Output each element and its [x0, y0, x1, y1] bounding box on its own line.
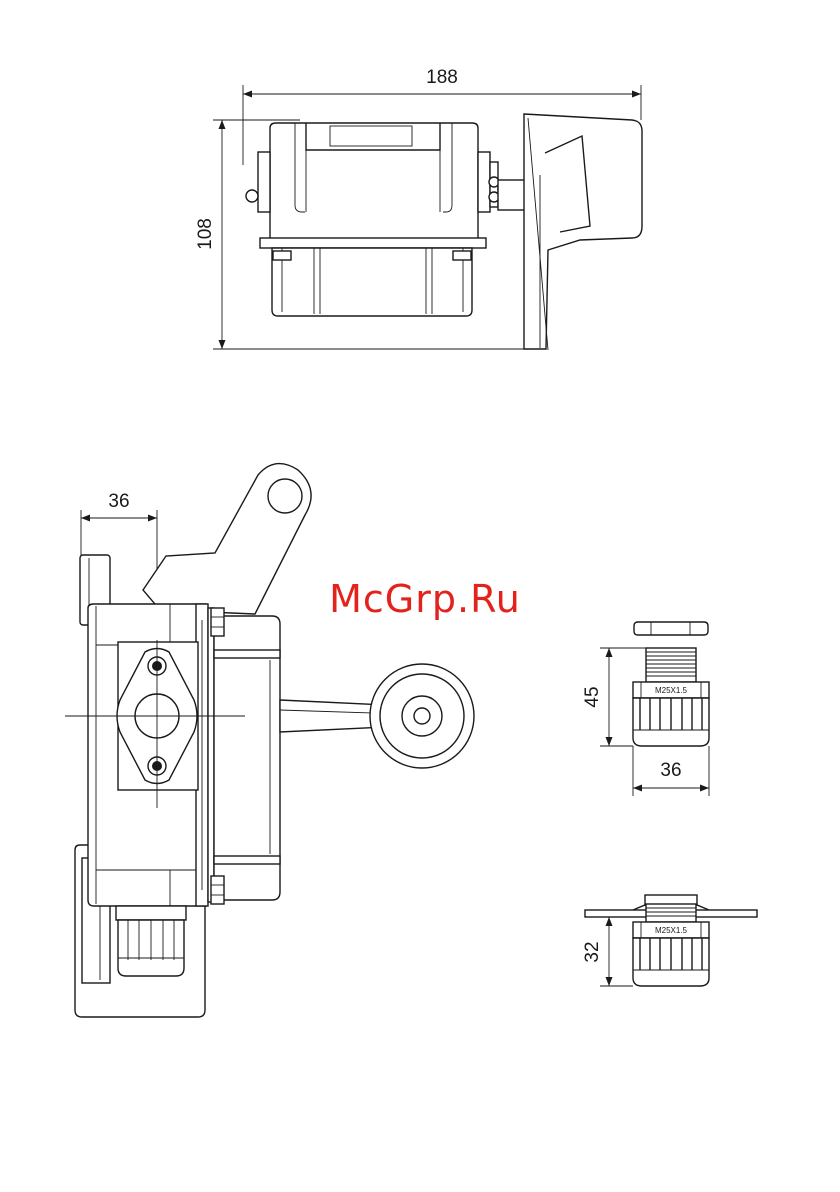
gland-detail-front: M25X1.5 45 36: [582, 622, 709, 796]
lever-arm-roller: [280, 664, 474, 768]
dimension-label-36: 36: [108, 491, 129, 512]
dimension-label-36-gland: 36: [660, 760, 681, 781]
side-view: 36: [65, 464, 474, 1017]
gland-locknut: [634, 622, 708, 635]
top-view: 188 108: [195, 67, 642, 350]
thread-spec-label-2: M25X1.5: [655, 926, 688, 935]
dimension-label-32: 32: [582, 941, 603, 962]
gland-thread: [646, 648, 696, 682]
dimension-label-45: 45: [582, 686, 603, 707]
thread-spec-label-1: M25X1.5: [655, 686, 688, 695]
lever-bracket: [143, 464, 311, 614]
watermark: McGrp.Ru: [329, 577, 521, 621]
lever-arm-side: [524, 114, 642, 350]
gland-detail-mounted: M25X1.5 32: [582, 895, 757, 986]
dimension-label-108: 108: [195, 218, 216, 250]
cable-gland-side: [116, 906, 186, 976]
housing-top-outline: [246, 123, 568, 316]
dimension-label-188: 188: [426, 67, 458, 88]
